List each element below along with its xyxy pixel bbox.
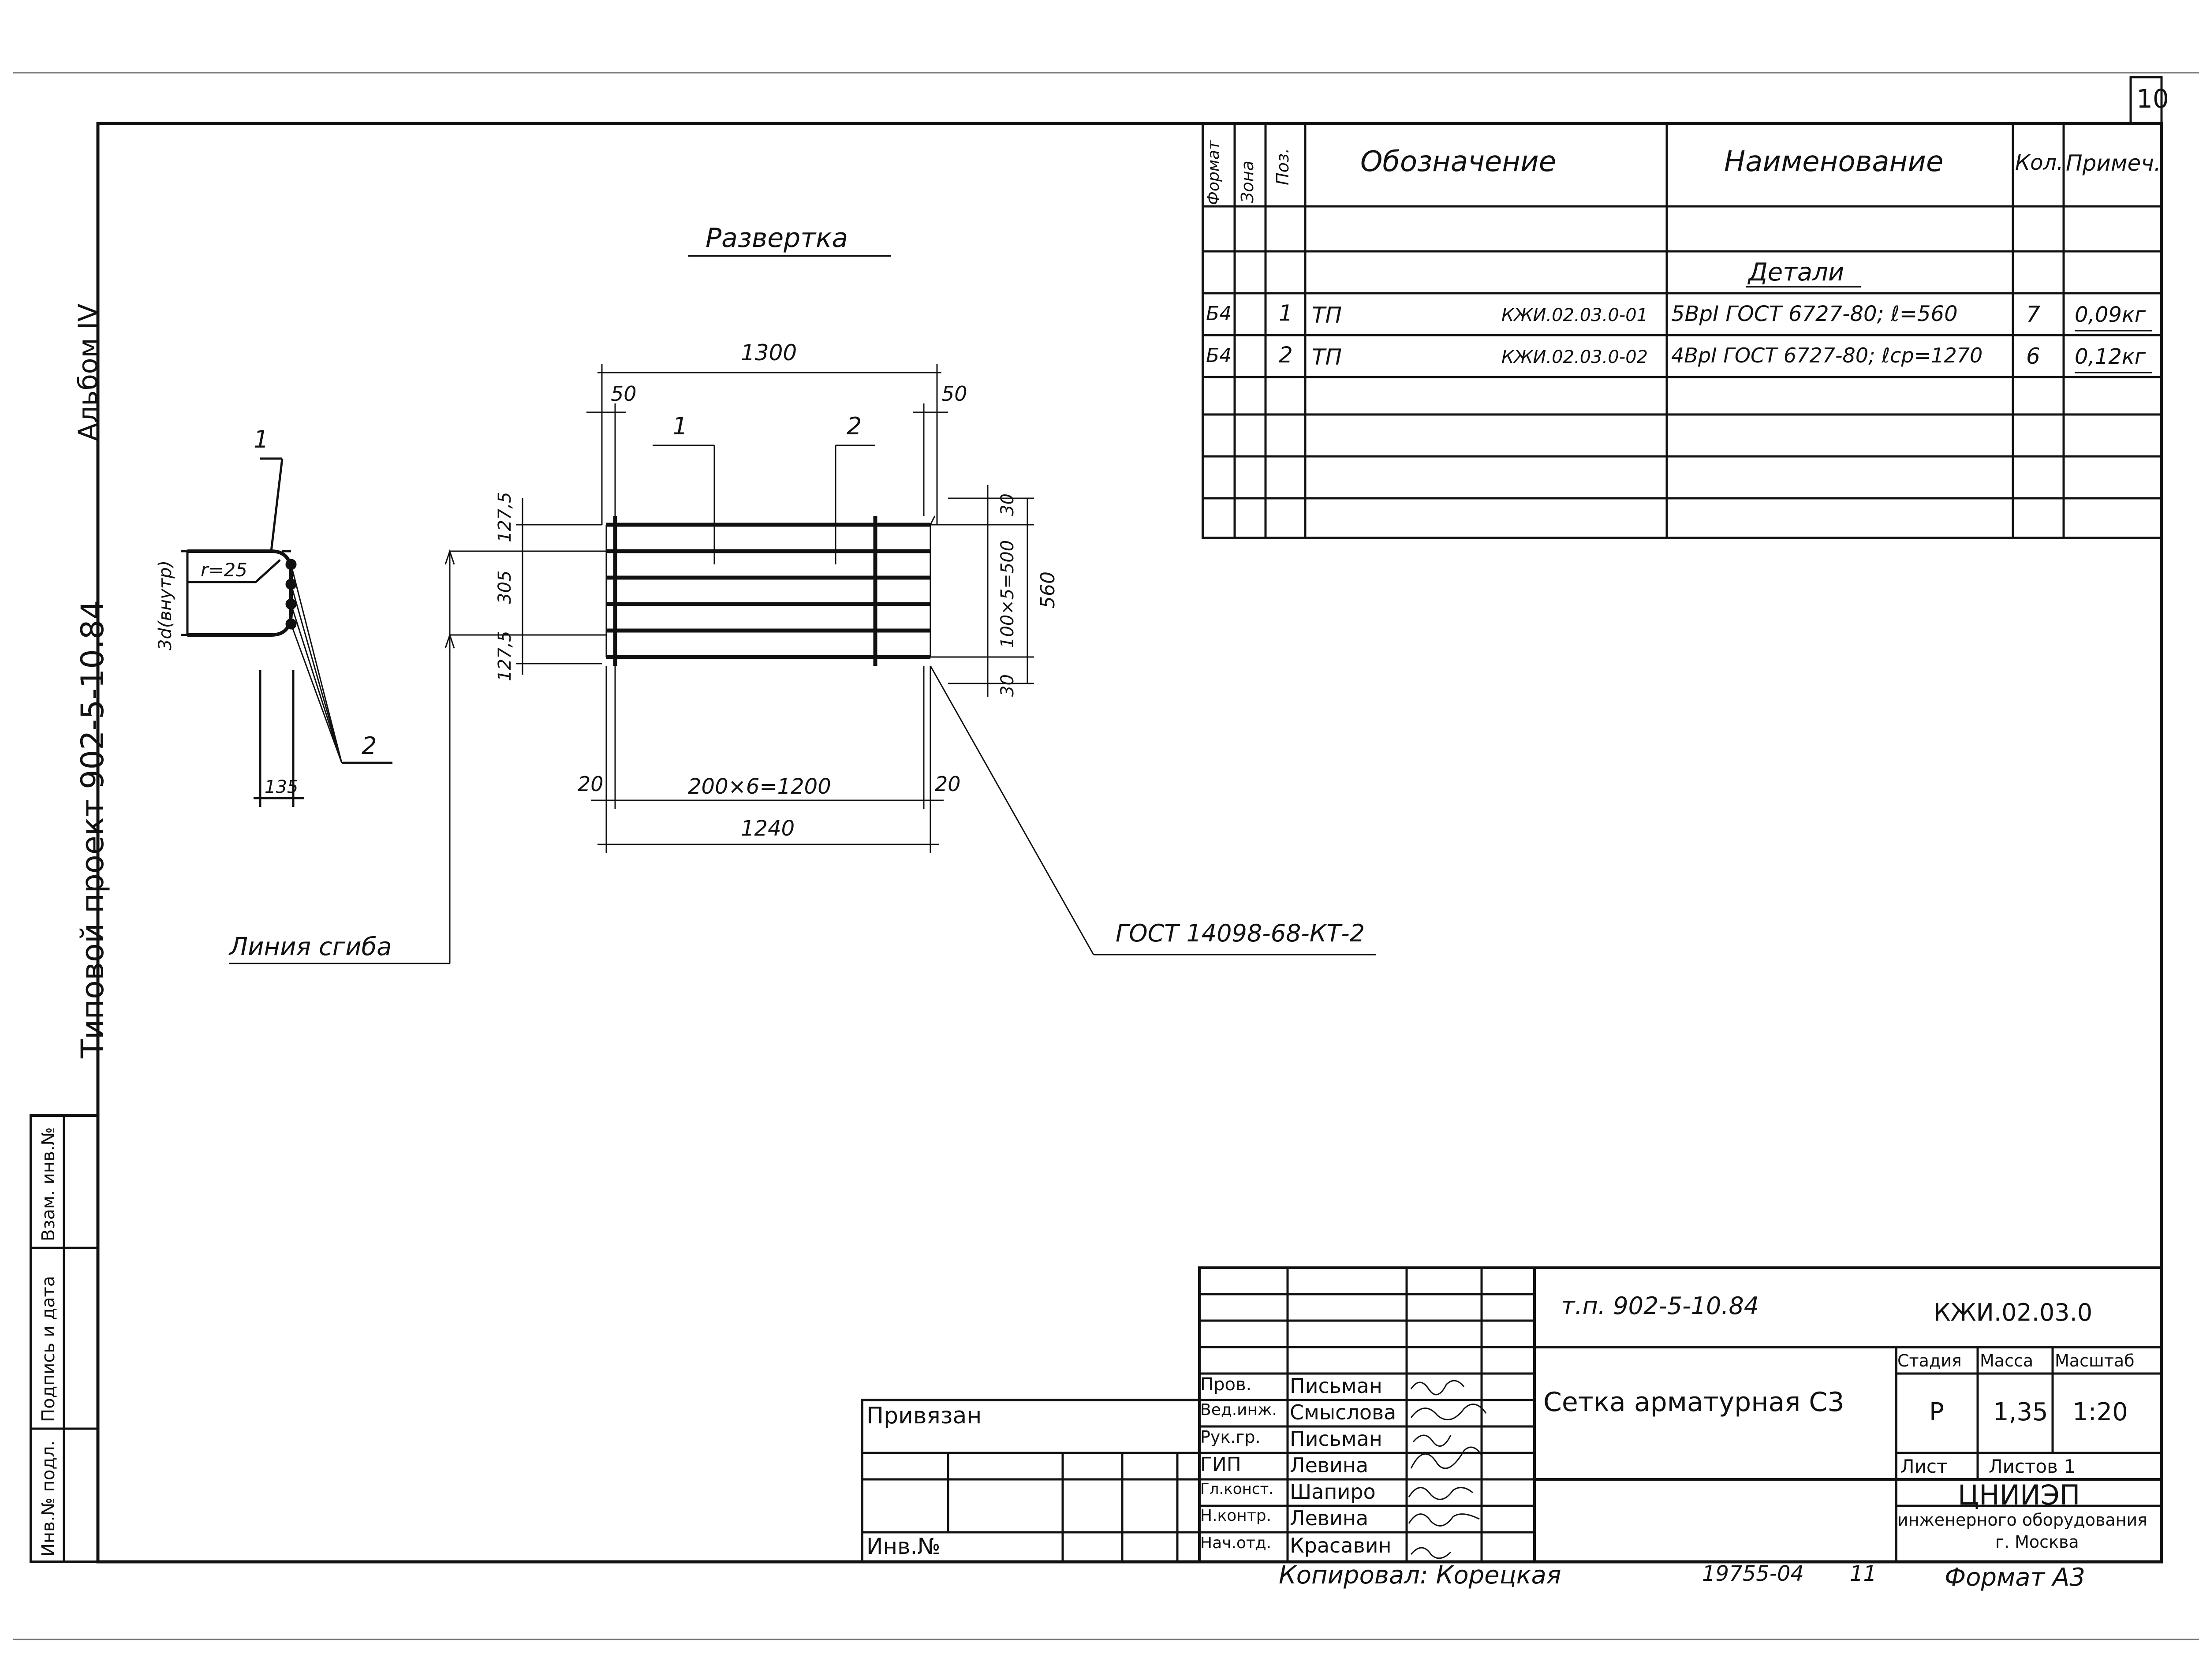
dim-30-bottom: 30 <box>997 674 1018 697</box>
section-radius: r=25 <box>201 559 247 581</box>
spec-header-name: Наименование <box>1724 146 1944 178</box>
gost-label: ГОСТ 14098-68-КТ-2 <box>1116 919 1365 947</box>
staff-name: Левина <box>1290 1506 1369 1530</box>
mesh-pos2: 2 <box>847 412 862 440</box>
spec-cell-qty: 6 <box>2026 343 2040 369</box>
spec-cell-qty: 7 <box>2026 302 2040 327</box>
project-label: Типовой проект 902-5-10.84 <box>75 600 111 1058</box>
staff-role: Нач.отд. <box>1200 1534 1272 1552</box>
dim-1200: 200×6=1200 <box>688 774 831 799</box>
section-dim-3d: 3d(внутр) <box>155 560 175 650</box>
tb-sheets-label: Листов 1 <box>1989 1456 2076 1477</box>
stamp-sign-date: Подпись и дата <box>38 1276 59 1422</box>
spec-header-note: Примеч. <box>2066 150 2161 176</box>
tb-stage: Р <box>1929 1398 1944 1426</box>
staff-name: Письман <box>1290 1374 1382 1398</box>
copied-by: Копировал: Корецкая <box>1279 1561 1561 1590</box>
staff-name: Смыслова <box>1290 1400 1396 1424</box>
dim-500: 100×5=500 <box>997 540 1018 648</box>
album-label: Альбом IV <box>73 303 104 441</box>
tb-project-no: т.п. 902-5-10.84 <box>1561 1292 1759 1320</box>
tb-scale: 1:20 <box>2072 1398 2128 1426</box>
tb-item-name: Сетка арматурная С3 <box>1543 1387 1844 1418</box>
section-pos1: 1 <box>254 426 269 453</box>
spec-header-designation: Обозначение <box>1360 146 1557 178</box>
drawing-title: Развертка <box>706 223 848 254</box>
dim-20-right: 20 <box>935 772 961 796</box>
tb-org-sub: инженерного оборудования <box>1897 1510 2148 1530</box>
dim-30-top: 30 <box>997 493 1018 516</box>
spec-cell-note: 0,12кг <box>2075 344 2146 369</box>
staff-name: Красавин <box>1290 1534 1392 1557</box>
tb-mass-label: Масса <box>1980 1351 2034 1370</box>
dim-20-left: 20 <box>578 772 604 796</box>
spec-section-title: Детали <box>1748 258 1844 287</box>
tb-mass: 1,35 <box>1993 1398 2048 1426</box>
spec-cell-name: 4ВрI ГОСТ 6727-80; ℓср=1270 <box>1671 343 1983 367</box>
staff-role: Н.контр. <box>1200 1507 1272 1525</box>
staff-name: Письман <box>1290 1427 1382 1451</box>
staff-name: Левина <box>1290 1453 1369 1477</box>
staff-role: Гл.конст. <box>1200 1480 1274 1498</box>
spec-cell-pos: 2 <box>1279 342 1293 368</box>
staff-role: Рук.гр. <box>1200 1427 1261 1447</box>
spec-cell-name: 5ВрI ГОСТ 6727-80; ℓ=560 <box>1671 302 1958 326</box>
stamp-replace-inv: Взам. инв.№ <box>38 1127 59 1241</box>
mesh-pos1: 1 <box>672 412 688 440</box>
tb-stage-label: Стадия <box>1897 1351 1962 1370</box>
dim-305: 305 <box>495 570 515 604</box>
tb-org-name: ЦНИИЭП <box>1958 1479 2080 1511</box>
stamp-inv-orig: Инв.№ подл. <box>38 1440 59 1557</box>
tb-code: КЖИ.02.03.0 <box>1934 1299 2093 1326</box>
section-dim-135: 135 <box>265 777 299 797</box>
spec-cell-code: КЖИ.02.03.0-02 <box>1501 347 1648 367</box>
tb-inv-label: Инв.№ <box>866 1534 941 1559</box>
staff-role: Вед.инж. <box>1200 1401 1277 1419</box>
dim-1300: 1300 <box>741 340 797 366</box>
spec-cell-format: Б4 <box>1206 302 1232 325</box>
spec-header-pos: Поз. <box>1273 148 1292 185</box>
dim-1275-top: 127,5 <box>495 492 515 542</box>
tb-org-city: г. Москва <box>1995 1532 2079 1552</box>
section-pos2: 2 <box>362 732 377 760</box>
dim-560: 560 <box>1037 571 1059 609</box>
staff-role: Пров. <box>1200 1374 1252 1395</box>
tb-bound-label: Привязан <box>866 1403 982 1429</box>
dim-1275-bottom: 127,5 <box>495 631 515 681</box>
dim-50-left: 50 <box>611 382 637 406</box>
tb-sheet-label: Лист <box>1900 1456 1948 1477</box>
order-number: 19755-04 <box>1702 1561 1804 1586</box>
spec-cell-code: КЖИ.02.03.0-01 <box>1501 305 1648 325</box>
dim-1240: 1240 <box>741 816 795 841</box>
spec-header-qty: Кол. <box>2015 150 2064 175</box>
spec-cell-tp: ТП <box>1312 302 1342 328</box>
format-label: Формат А3 <box>1945 1563 2085 1592</box>
order-sheet: 11 <box>1850 1561 1877 1586</box>
dim-50-right: 50 <box>941 382 967 406</box>
bend-line-label: Линия сгиба <box>229 933 392 961</box>
spec-header-format: Формат <box>1205 140 1223 205</box>
sheet-number: 10 <box>2136 84 2169 114</box>
tb-scale-label: Масштаб <box>2055 1351 2135 1370</box>
spec-cell-note: 0,09кг <box>2075 302 2146 327</box>
spec-cell-pos: 1 <box>1279 300 1293 326</box>
staff-role: ГИП <box>1200 1453 1241 1476</box>
spec-cell-tp: ТП <box>1312 344 1342 370</box>
spec-header-zone: Зона <box>1238 161 1257 203</box>
spec-cell-format: Б4 <box>1206 344 1232 367</box>
staff-name: Шапиро <box>1290 1480 1376 1504</box>
